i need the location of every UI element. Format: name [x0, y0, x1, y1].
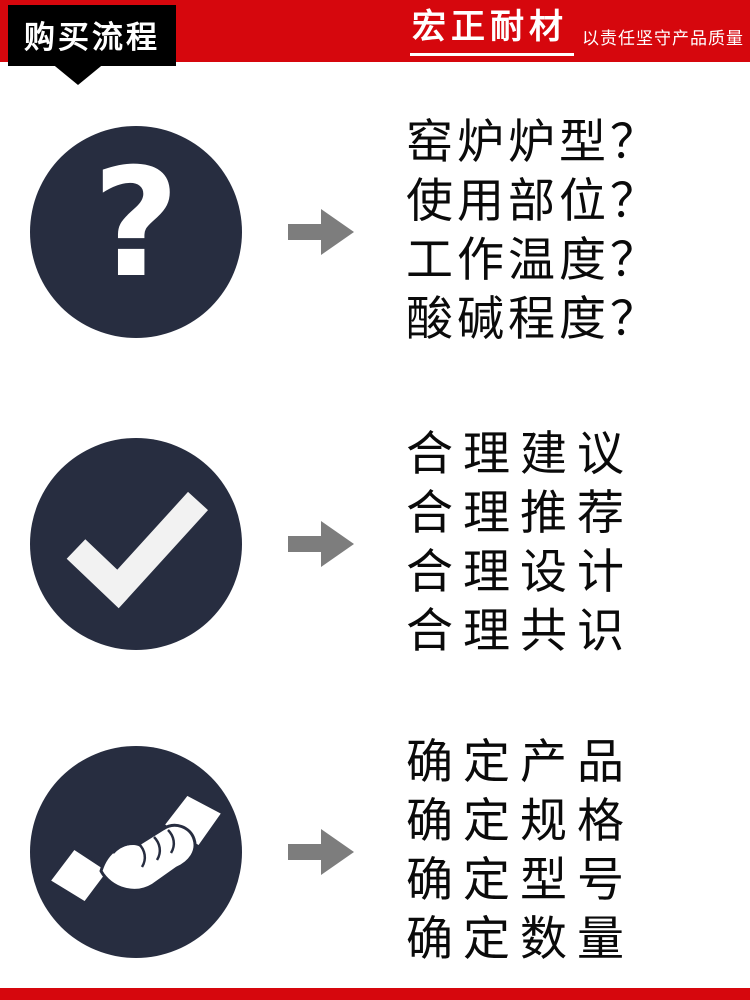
footer-bar [0, 988, 750, 1000]
step-row-check: 合理建议 合理推荐 合理设计 合理共识 [30, 426, 750, 662]
step-row-question: ? 窑炉炉型？ 使用部位？ 工作温度？ 酸碱程度？ [30, 114, 750, 350]
step-text-line: 合理建议 [406, 429, 634, 481]
handshake-circle [30, 746, 242, 958]
step-text-line: 确定数量 [406, 914, 634, 966]
header-banner: 购买流程 宏正耐材 以责任坚守产品质量 [0, 0, 750, 85]
step-text-line: 确定规格 [406, 796, 634, 848]
step-lines: 确定产品 确定规格 确定型号 确定数量 [406, 734, 634, 970]
handshake-icon [47, 792, 225, 905]
question-icon: ? [92, 137, 180, 311]
step-row-handshake: 确定产品 确定规格 确定型号 确定数量 [30, 734, 750, 970]
brand-name: 宏正耐材 [410, 0, 574, 56]
step-text-line: 合理设计 [406, 547, 634, 599]
step-text-line: 确定产品 [406, 737, 634, 789]
step-text-line: 酸碱程度？ [406, 294, 661, 346]
step-text-line: 工作温度？ [406, 235, 661, 287]
step-text-line: 合理共识 [406, 606, 634, 658]
page-title-box: 购买流程 [8, 5, 176, 66]
step-text-line: 使用部位？ [406, 176, 661, 228]
brand-group: 宏正耐材 以责任坚守产品质量 [410, 0, 744, 56]
check-circle [30, 438, 242, 650]
step-lines: 窑炉炉型？ 使用部位？ 工作温度？ 酸碱程度？ [406, 114, 661, 350]
step-text-line: 窑炉炉型？ [406, 117, 661, 169]
question-circle: ? [30, 126, 242, 338]
page-title: 购买流程 [24, 20, 160, 55]
step-text-line: 合理推荐 [406, 488, 634, 540]
right-arrow-icon [288, 521, 354, 567]
down-triangle-icon [50, 62, 106, 85]
step-lines: 合理建议 合理推荐 合理设计 合理共识 [406, 426, 634, 662]
right-arrow-icon [288, 829, 354, 875]
brand-slogan: 以责任坚守产品质量 [582, 29, 744, 48]
right-arrow-icon [288, 209, 354, 255]
check-icon [66, 491, 208, 609]
steps-list: ? 窑炉炉型？ 使用部位？ 工作温度？ 酸碱程度？ 合 [0, 62, 750, 970]
step-text-line: 确定型号 [406, 855, 634, 907]
